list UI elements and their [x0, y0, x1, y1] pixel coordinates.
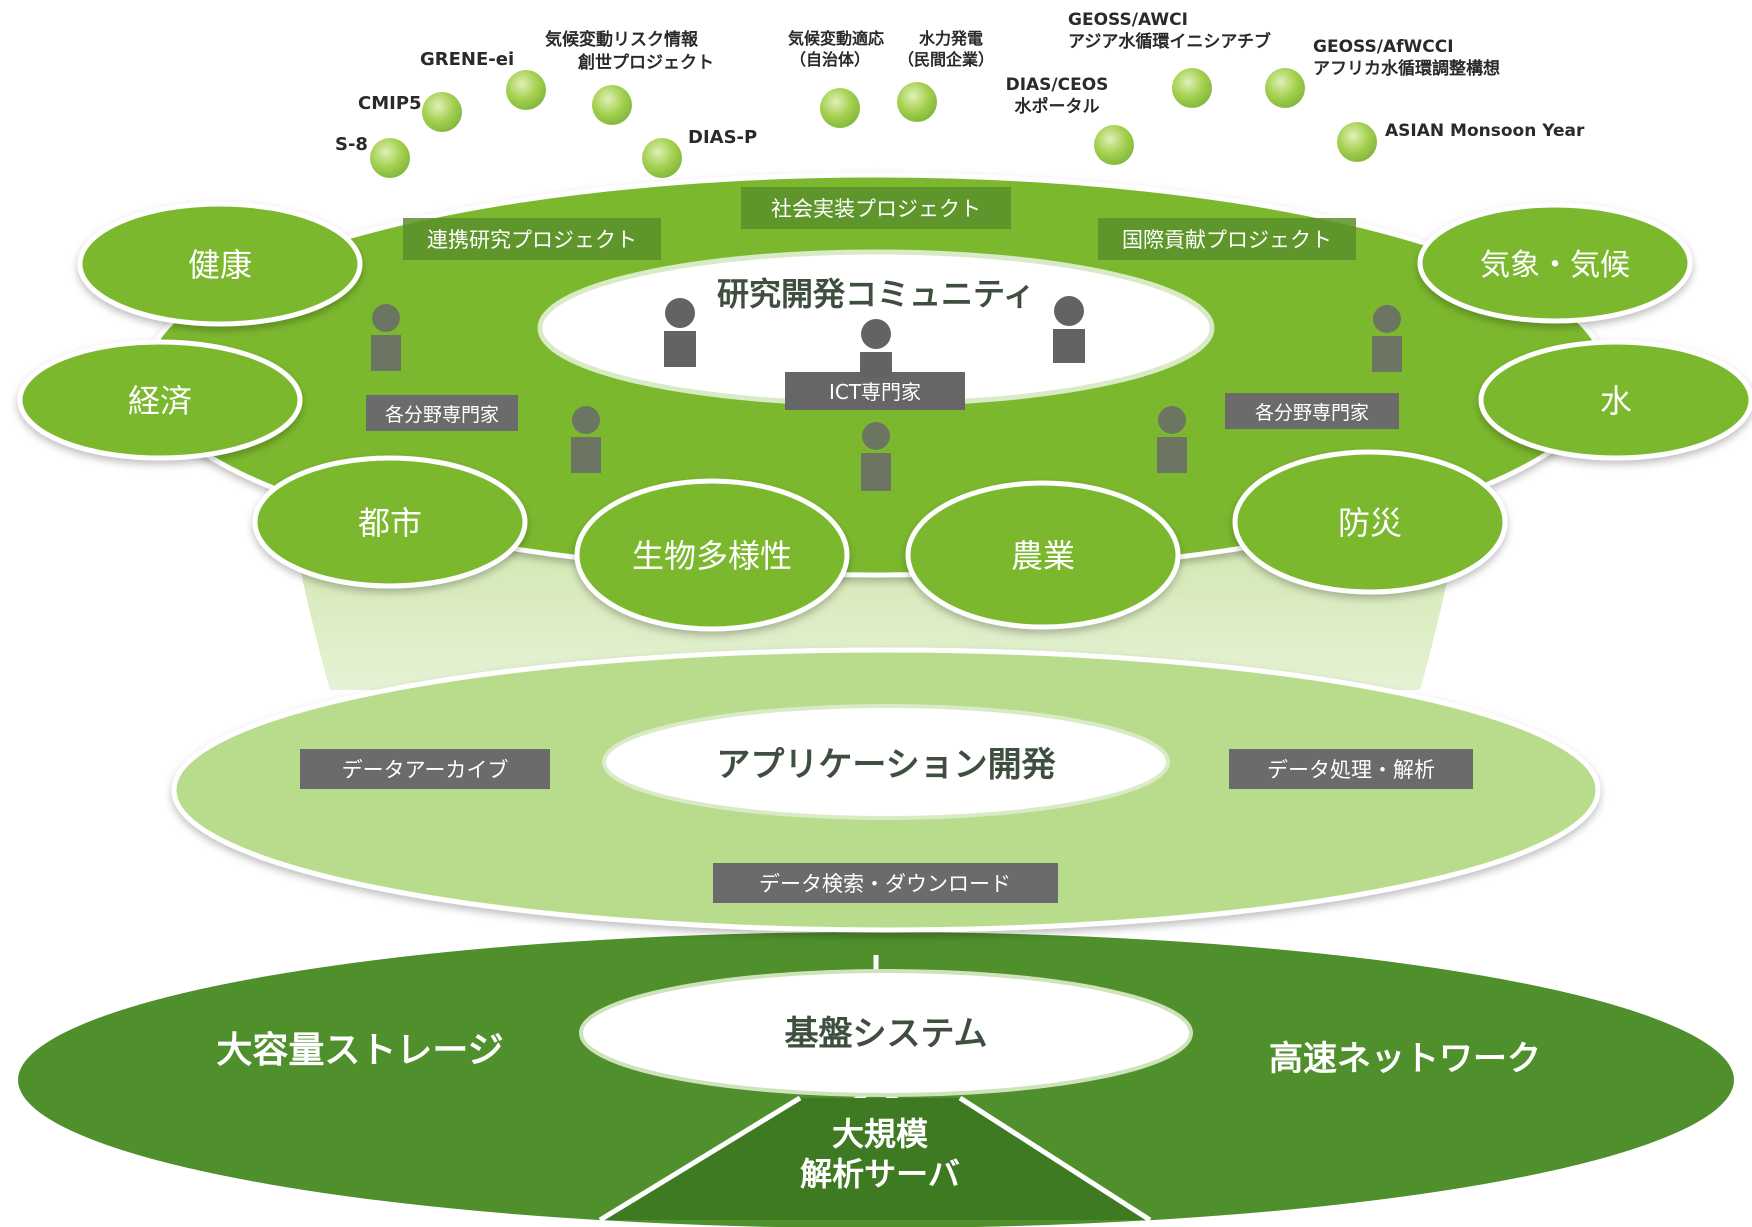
- domain-city: 都市: [252, 455, 528, 589]
- domain-economy: 経済: [17, 339, 303, 461]
- experts-left-label: 各分野専門家: [385, 404, 499, 426]
- bubble-awci: [1172, 68, 1212, 108]
- server-label-line2: 解析サーバ: [800, 1155, 960, 1193]
- experts-right-label: 各分野専門家: [1255, 402, 1369, 424]
- ict-expert-box: [785, 372, 965, 410]
- bubble-ceos-label2: 水ポータル: [1015, 96, 1100, 117]
- application-title: アプリケーション開発: [716, 745, 1056, 785]
- domain-economy-label: 経済: [128, 382, 192, 420]
- bubble-ceos-label1: DIAS/CEOS: [1006, 75, 1109, 95]
- bubble-diasp: [642, 138, 682, 178]
- bubble-ceos: [1094, 125, 1134, 165]
- social-project-box: [741, 187, 1011, 229]
- bubble-afwcci-label1: GEOSS/AfWCCI: [1313, 37, 1454, 57]
- bubble-monsoon-label: ASIAN Monsoon Year: [1385, 121, 1585, 141]
- archive-label: データアーカイブ: [342, 758, 509, 782]
- community-layer: 研究開発コミュニティ 連携研究プロジェクト 社会実装プロジェクト 国際貢献プロジ…: [17, 172, 1752, 632]
- experts-right-box: [1225, 393, 1399, 429]
- person-icon: [1157, 406, 1187, 473]
- bubble-local-label1: 気候変動適応: [788, 29, 884, 48]
- bubble-cmip5-label: CMIP5: [358, 93, 422, 114]
- processing-box: [1229, 749, 1473, 789]
- bubble-greneei-label: GRENE-ei: [420, 49, 514, 70]
- domain-health-label: 健康: [188, 246, 252, 284]
- domain-climate: 気象・気候: [1417, 202, 1693, 324]
- domain-agriculture: 農業: [905, 480, 1181, 630]
- bubble-hydro-label1: 水力発電: [919, 29, 983, 48]
- bubbles: [370, 68, 1377, 178]
- person-icon: [860, 319, 892, 378]
- base-layer: 基盤システム 大容量ストレージ 高速ネットワーク 大規模 解析サーバ: [14, 928, 1738, 1227]
- person-icon: [1372, 305, 1402, 372]
- archive-box: [300, 749, 550, 789]
- search-label: データ検索・ダウンロード: [759, 872, 1011, 896]
- domain-city-label: 都市: [358, 504, 422, 542]
- bubble-awci-label2: アジア水循環イニシアチブ: [1068, 31, 1271, 52]
- bubble-kikou-label2: 創世プロジェクト: [577, 52, 714, 73]
- person-icon: [371, 304, 401, 371]
- intl-project-label: 国際貢献プロジェクト: [1122, 228, 1332, 252]
- bubble-awci-label1: GEOSS/AWCI: [1068, 10, 1188, 30]
- social-project-label: 社会実装プロジェクト: [771, 197, 981, 221]
- bubble-afwcci: [1265, 68, 1305, 108]
- base-title: 基盤システム: [785, 1014, 988, 1054]
- domain-disaster-label: 防災: [1338, 504, 1402, 542]
- collab-project-box: [403, 218, 661, 260]
- domain-water-label: 水: [1600, 382, 1632, 420]
- domain-health: 健康: [77, 201, 363, 327]
- bubble-labels: S-8 CMIP5 GRENE-ei 気候変動リスク情報 創世プロジェクト DI…: [335, 10, 1585, 155]
- processing-label: データ処理・解析: [1267, 758, 1435, 782]
- domain-biodiversity-label: 生物多様性: [632, 537, 792, 575]
- bubble-diasp-label: DIAS-P: [688, 127, 757, 148]
- bubble-s8-label: S-8: [335, 134, 368, 155]
- bubble-hydro-label2: （民間企業）: [898, 50, 994, 69]
- search-box: [713, 863, 1058, 903]
- domain-biodiversity: 生物多様性: [574, 478, 850, 632]
- experts-left-box: [366, 395, 518, 431]
- community-title: 研究開発コミュニティ: [717, 275, 1035, 313]
- domain-water: 水: [1478, 339, 1752, 461]
- person-icon: [861, 422, 891, 491]
- person-icon: [664, 298, 696, 367]
- intl-project-box: [1098, 218, 1356, 260]
- ict-expert-label: ICT専門家: [829, 380, 921, 404]
- bubble-local-label2: （自治体）: [790, 50, 870, 69]
- bubble-greneei: [506, 70, 546, 110]
- storage-label: 大容量ストレージ: [216, 1030, 503, 1071]
- person-icon: [571, 406, 601, 473]
- person-icon: [1053, 296, 1085, 363]
- domain-agriculture-label: 農業: [1011, 537, 1075, 575]
- server-label-line1: 大規模: [832, 1115, 928, 1153]
- bubble-cmip5: [422, 92, 462, 132]
- domain-climate-label: 気象・気候: [1480, 248, 1630, 283]
- bubble-monsoon: [1337, 122, 1377, 162]
- bubble-s8: [370, 138, 410, 178]
- bubble-hydro: [897, 82, 937, 122]
- application-layer: アプリケーション開発 データアーカイブ データ処理・解析 データ検索・ダウンロー…: [171, 647, 1601, 933]
- bubble-afwcci-label2: アフリカ水循環調整構想: [1313, 58, 1500, 79]
- domain-disaster: 防災: [1232, 449, 1508, 595]
- bubble-kikou: [592, 85, 632, 125]
- collab-project-label: 連携研究プロジェクト: [427, 228, 637, 252]
- bubble-kikou-label1: 気候変動リスク情報: [544, 29, 699, 50]
- network-label: 高速ネットワーク: [1269, 1039, 1541, 1079]
- bubble-local: [820, 88, 860, 128]
